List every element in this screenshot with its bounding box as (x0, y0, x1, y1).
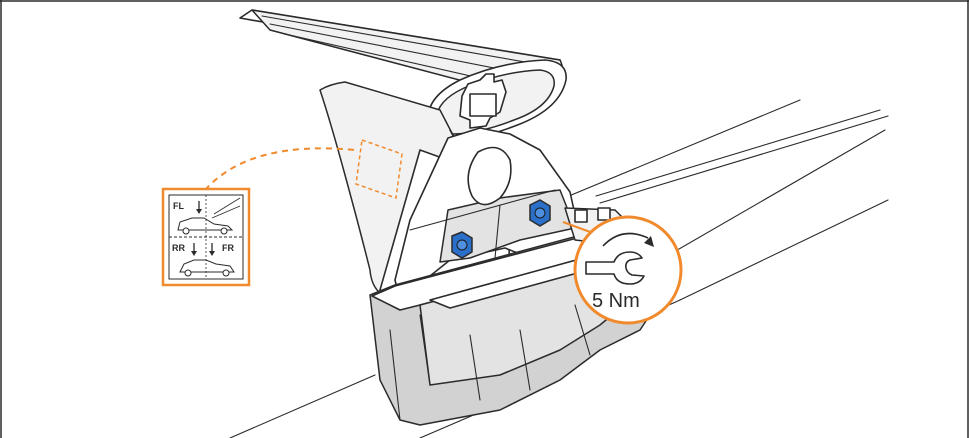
car-icon (177, 197, 241, 235)
torque-value-label: 5 Nm (592, 290, 640, 312)
sticker-callout-line (204, 147, 356, 191)
crossbar-end-profile (427, 59, 567, 141)
torque-wrench-icon (585, 251, 645, 285)
locking-nut-left (451, 231, 473, 259)
car-icon (179, 259, 235, 277)
sticker-location-marker (355, 138, 403, 200)
sticker-label-rr: RR (172, 243, 185, 253)
arrow-down-icon (209, 243, 215, 256)
sticker-label-fr: FR (222, 243, 234, 253)
torque-callout: 5 Nm (573, 215, 683, 325)
locking-nut-right (529, 199, 551, 227)
position-sticker: FL RR FR (161, 187, 251, 287)
sticker-label-fl: FL (173, 201, 184, 211)
arrow-down-icon (196, 201, 202, 214)
rotation-arrow-icon (602, 232, 654, 247)
arrow-down-icon (191, 243, 197, 256)
